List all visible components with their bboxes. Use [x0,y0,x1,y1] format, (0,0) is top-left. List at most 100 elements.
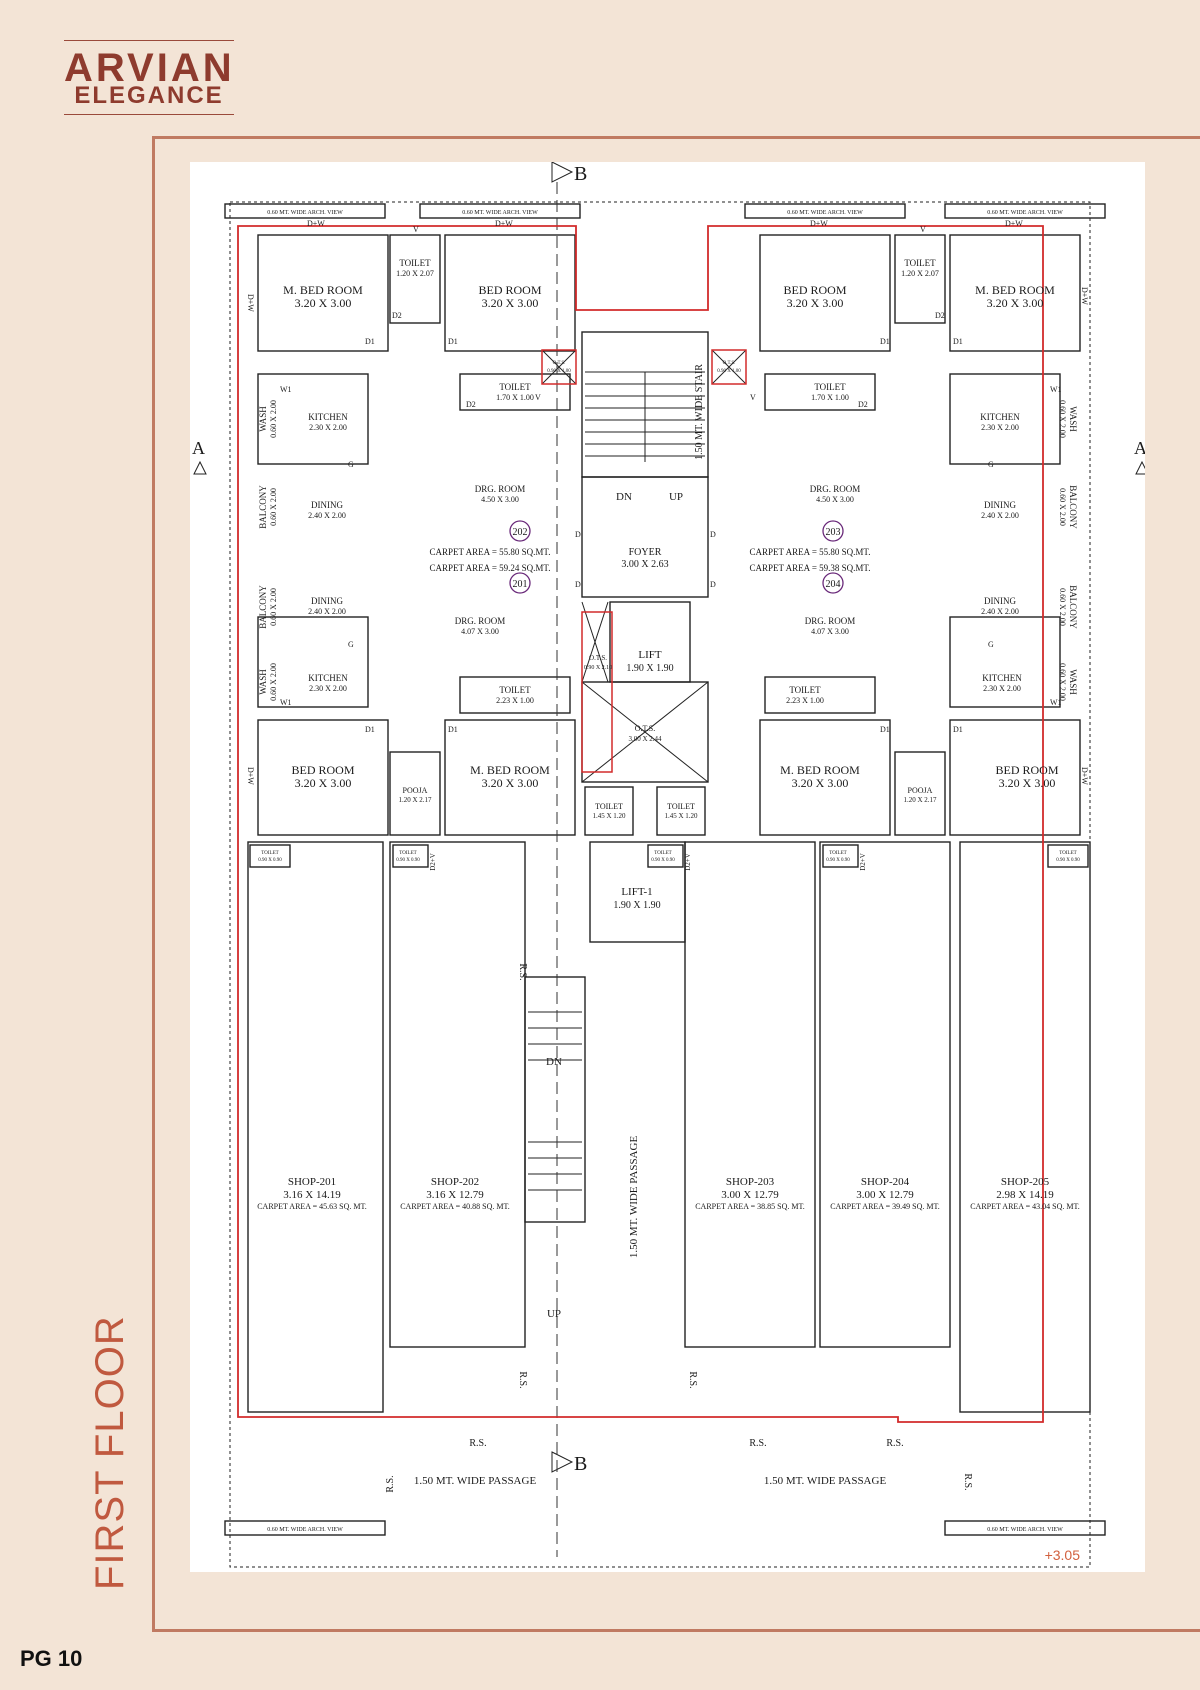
arch-view-label: 0.60 MT. WIDE ARCH. VIEW [267,210,343,216]
flat-201-number: 201 [513,579,528,590]
passage-labels: DN UP 1.50 MT. WIDE PASSAGE 1.50 MT. WID… [385,963,973,1492]
shop-toilet-label: TOILET [399,851,416,856]
wall-shop-toilet-1 [249,844,291,868]
wall-shop-toilet-2 [392,844,429,868]
bed-label: BED ROOM [478,283,541,297]
dining-label: DINING [311,500,343,510]
rs-label: R.S. [469,1438,486,1449]
foyer-label: FOYER [629,547,662,558]
balcony-label: BALCONY [1068,585,1078,629]
shop-205-size: 2.98 X 14.19 [996,1189,1054,1201]
shop-toilet-label: TOILET [829,851,846,856]
room-labels-middle: DINING 2.40 X 2.00 DRG. ROOM 4.07 X 3.00… [308,596,1022,705]
door-w1: W1 [280,385,292,394]
wall-mbed-tr [949,234,1081,352]
ots-cross [581,681,709,783]
kitchen-size: 2.30 X 2.00 [309,423,347,432]
shop-201-carpet: CARPET AREA = 45.63 SQ. MT. [257,1202,367,1211]
passage-vertical: 1.50 MT. WIDE PASSAGE [628,1136,640,1259]
arch-view-label: 0.60 MT. WIDE ARCH. VIEW [787,210,863,216]
ots-l-label: O.T.S. [553,361,566,366]
logo-line-2: ELEGANCE [74,82,224,109]
toilet-label: TOILET [399,258,431,268]
door-d1: D1 [953,337,963,346]
wall-pooja-r [894,751,946,836]
content-frame [152,136,1200,1632]
shop-204-size: 3.00 X 12.79 [856,1189,914,1201]
wall-bed-tr [759,234,891,352]
ots-big-label: O.T.S. [635,724,656,733]
shop-203-carpet: CARPET AREA = 38.85 SQ. MT. [695,1202,805,1211]
dining-label: DINING [984,500,1016,510]
wall-pooja-l [389,751,441,836]
wash-label: WASH [1068,406,1078,432]
door-w1: W1 [1050,385,1062,394]
ots-mid-size: 0.90 X 2.10 [584,665,612,671]
door-d1: D1 [880,725,890,734]
door-w1: W1 [1050,698,1062,707]
door-d2: D2 [858,400,868,409]
wall-shop-205 [959,841,1091,1413]
shop-201-name: SHOP-201 [288,1176,336,1188]
shop-toilet-label: TOILET [261,851,278,856]
balcony-size: 0.60 X 2.00 [269,588,278,626]
wall-shop-toilet-4 [822,844,859,868]
section-b-top-label: B [574,163,587,185]
dining-label: DINING [311,596,343,606]
flat-202-circle [509,520,531,542]
passage-horizontal-left: 1.50 MT. WIDE PASSAGE [414,1475,537,1487]
room-labels-top-left: M. BED ROOM 3.20 X 3.00 TOILET 1.20 X 2.… [283,258,542,520]
core-labels: DN UP 1.50 MT. WIDE STAIR FOYER 3.00 X 2… [547,361,741,911]
shop-204-carpet: CARPET AREA = 39.49 SQ. MT. [830,1202,940,1211]
shop-205-name: SHOP-205 [1001,1176,1050,1188]
stair-label: 1.50 MT. WIDE STAIR [694,364,705,460]
flat-204-carpet: CARPET AREA = 59.38 SQ.MT. [749,563,870,573]
bed-label: BED ROOM [783,283,846,297]
red-ots-mid [581,611,613,773]
section-arrow-a-right [1135,460,1145,475]
arch-view-label: 0.60 MT. WIDE ARCH. VIEW [267,1527,343,1533]
drg-size: 4.07 X 3.00 [811,627,849,636]
wall-mbed-bl [444,719,576,836]
mbed-size: 3.20 X 3.00 [792,776,849,790]
door-d2v: D2+V [859,853,867,871]
mbed-size: 3.20 X 3.00 [295,296,352,310]
wall-toilet-ml [459,676,571,714]
rs-label: R.S. [517,963,528,980]
door-g: G [348,640,354,649]
door-v: V [535,393,541,402]
arch-strip-5 [224,1520,386,1536]
logo-line-1: ARVIAN [64,46,235,90]
flat-202-number: 202 [513,527,528,538]
flat-markers: 202 CARPET AREA = 55.80 SQ.MT. 203 CARPE… [429,520,871,594]
door-d2v: D2+V [429,853,437,871]
red-ots-l [541,349,577,385]
bed-size: 3.20 X 3.00 [295,776,352,790]
toilet-label: TOILET [499,685,531,695]
pooja-label: POOJA [403,786,428,795]
toilet-size: 2.23 X 1.00 [786,696,824,705]
toilet-size: 1.70 X 1.00 [496,393,534,402]
rs-label: R.S. [385,1475,396,1492]
flat-204-circle [822,572,844,594]
lift-label: LIFT [638,649,662,661]
door-d2v: D2+V [684,853,692,871]
door-g: G [988,640,994,649]
door-dw: D+W [307,219,325,228]
wall-shop-202 [389,841,526,1348]
balcony-size: 0.60 X 2.00 [1058,588,1067,626]
wall-kitchen-tl [257,373,369,465]
arch-strip-3 [744,203,906,219]
pooja-label: POOJA [908,786,933,795]
wall-shop-201 [247,841,384,1413]
page-number: PG 10 [20,1646,83,1671]
wall-shop-toilet-3 [647,844,684,868]
balcony-label: BALCONY [258,585,268,629]
lift-size: 1.90 X 1.90 [626,663,673,674]
level-marker: +3.05 [1045,1547,1081,1563]
logo-rule-bottom [64,114,234,115]
wall-toilet-c2 [656,786,706,836]
rs-label: R.S. [962,1473,973,1490]
shop-201-size: 3.16 X 14.19 [283,1189,341,1201]
flat-201-circle [509,572,531,594]
